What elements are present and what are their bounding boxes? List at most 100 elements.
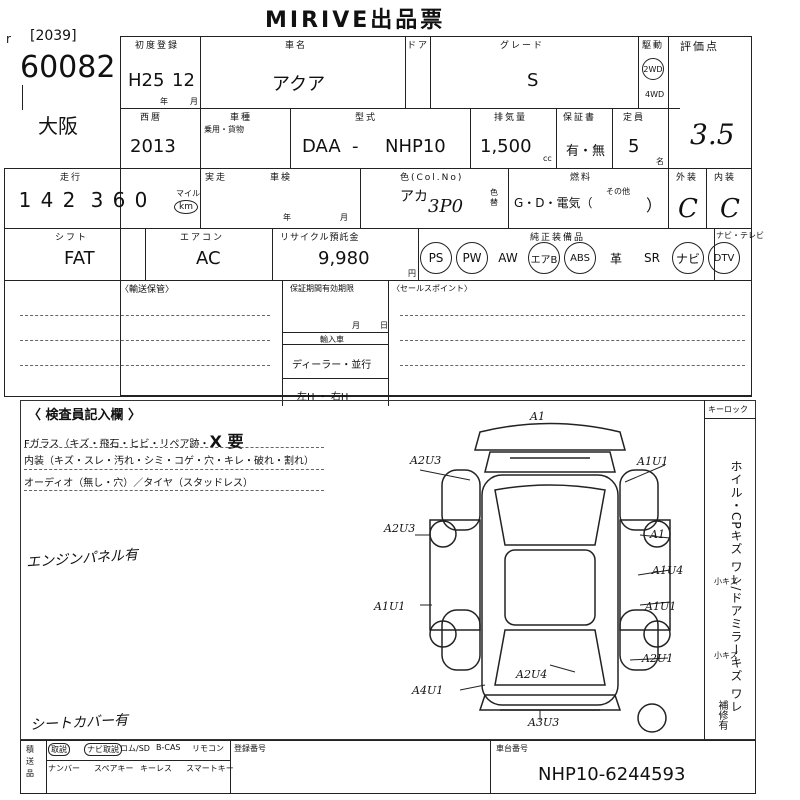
mileage-digit: 4: [40, 188, 54, 212]
option-7: ナビ: [672, 242, 704, 274]
option-8: DTV: [708, 242, 740, 274]
displacement-label: 排気量: [494, 113, 528, 123]
audio-tire-label: オーディオ（無し・穴）／タイヤ（スタッドレス）: [24, 478, 253, 489]
western-year-label: 西暦: [140, 113, 163, 123]
lot-code: [2039]: [30, 28, 77, 44]
exterior-label: 外装: [676, 173, 699, 183]
warranty-period-label: 保証期間有効期限: [290, 284, 354, 293]
car-name-value: アクア: [272, 74, 326, 95]
recycle-label: リサイクル預託金: [280, 233, 360, 243]
transport-label: 〈輸送保管〉: [120, 285, 175, 295]
insp-month-unit: 月: [340, 213, 348, 222]
accessory-0: 取説: [48, 743, 70, 756]
lot-number: 60082: [20, 50, 116, 85]
interior-notes-label: 内装（キズ・スレ・汚れ・シミ・コゲ・穴・キレ・破れ・割れ）: [24, 456, 314, 467]
option-4: ABS: [564, 242, 596, 274]
mark-a1-top: A1: [530, 410, 545, 423]
main-frame: [120, 36, 752, 396]
import-label: 輸入車: [320, 335, 344, 344]
mark-a1u1-left: A1U1: [374, 600, 406, 613]
color-code: 3P0: [428, 196, 464, 217]
mark-a2u3: A2U3: [410, 454, 442, 467]
km-unit: km: [174, 200, 198, 214]
first-reg-value: H25: [128, 70, 165, 91]
first-reg-month: 12: [172, 70, 195, 91]
model-label: 型式: [355, 113, 378, 123]
right-column-text: ホイル・CPキズ ワレ/ドアミラーキズ ワレ: [729, 460, 743, 714]
shift-value: FAT: [64, 248, 95, 269]
insp-year-unit: 年: [283, 213, 291, 222]
score-value: 3.5: [690, 118, 735, 151]
car-name-label: 車名: [285, 41, 308, 51]
inspector-title: 〈 検査員記入欄 〉: [28, 408, 142, 423]
color-label: 色(Col.No): [400, 173, 464, 183]
type-note: 乗用・貨物: [204, 125, 244, 134]
mileage-digit: 1: [18, 188, 32, 212]
first-reg-label: 初度登録: [135, 41, 180, 51]
model-dash: -: [352, 136, 359, 157]
capacity-value: 5: [628, 136, 640, 157]
reg-number-label: 登録番号: [234, 744, 266, 753]
color-value: アカ: [400, 189, 428, 205]
misc-label: 積送品: [26, 745, 34, 778]
warranty-day: 日: [380, 321, 388, 330]
interior-label: 内装: [714, 173, 737, 183]
drive-label: 駆動: [642, 41, 665, 51]
fuel-label: 燃料: [570, 173, 593, 183]
mileage-digits: 1 4 2 3 6 0: [14, 188, 152, 212]
score-label: 評価点: [680, 40, 719, 53]
option-0: PS: [420, 242, 452, 274]
accessory-3: B-CAS: [156, 743, 181, 752]
key-lock-label: キーロック: [708, 405, 748, 414]
mile-unit: マイル: [176, 189, 200, 198]
inspection-label: 車検: [270, 173, 293, 183]
cc-unit: cc: [543, 154, 552, 163]
option-6: SR: [644, 251, 660, 265]
year-unit: 年: [160, 97, 168, 106]
sheet-title: MIRIVE出品票: [265, 8, 446, 33]
accessory-8: スマートキー: [186, 764, 234, 773]
mileage-digit: 6: [112, 188, 126, 212]
fuel-other: その他: [606, 187, 630, 196]
handle-label: 左H ・ 右H: [297, 392, 349, 403]
fuel-close: ）: [646, 196, 663, 215]
month-unit: 月: [190, 97, 198, 106]
location: 大阪: [38, 114, 78, 138]
option-2: AW: [498, 251, 518, 265]
bottom-frame: [20, 740, 756, 794]
mark-a1-right: A1: [650, 528, 665, 541]
mileage-digit: 3: [90, 188, 104, 212]
mileage-label: 走行: [60, 173, 83, 183]
accessory-1: ナビ取説: [84, 743, 122, 756]
option-1: PW: [456, 242, 488, 274]
options-label: 純正装備品: [530, 233, 586, 243]
displacement-value: 1,500: [480, 136, 532, 157]
fuel-types: G・D・電気（: [514, 196, 593, 210]
warranty-month: 月: [352, 321, 360, 330]
model-code: NHP10: [385, 136, 446, 157]
western-year-value: 2013: [130, 136, 176, 157]
option-5: 革: [609, 251, 622, 266]
mark-a2u1: A2U1: [642, 652, 674, 665]
mark-a3u3: A3U3: [528, 716, 560, 729]
drive-4wd: 4WD: [645, 90, 665, 99]
grade-label: グレード: [500, 41, 545, 51]
chassis-label: 車台番号: [496, 744, 528, 753]
option-3: エアB: [528, 242, 560, 274]
car-diagram: [415, 422, 671, 733]
aircon-value: AC: [196, 248, 221, 269]
actual-label: 実走: [205, 173, 228, 183]
chassis-value: NHP10-6244593: [538, 764, 686, 785]
accessory-2: ロム/SD: [120, 744, 150, 753]
accessory-6: スペアキー: [94, 764, 134, 773]
mark-a1u1-right: A1U1: [645, 600, 677, 613]
interior-grade: C: [720, 194, 740, 224]
door-label: ドア: [407, 41, 430, 51]
sales-point-label: 〈セールスポイント〉: [392, 284, 472, 293]
yen-unit: 円: [408, 269, 416, 278]
exterior-grade: C: [678, 194, 698, 224]
recycle-value: 9,980: [318, 248, 370, 269]
color-change-label: 色替: [490, 188, 498, 207]
